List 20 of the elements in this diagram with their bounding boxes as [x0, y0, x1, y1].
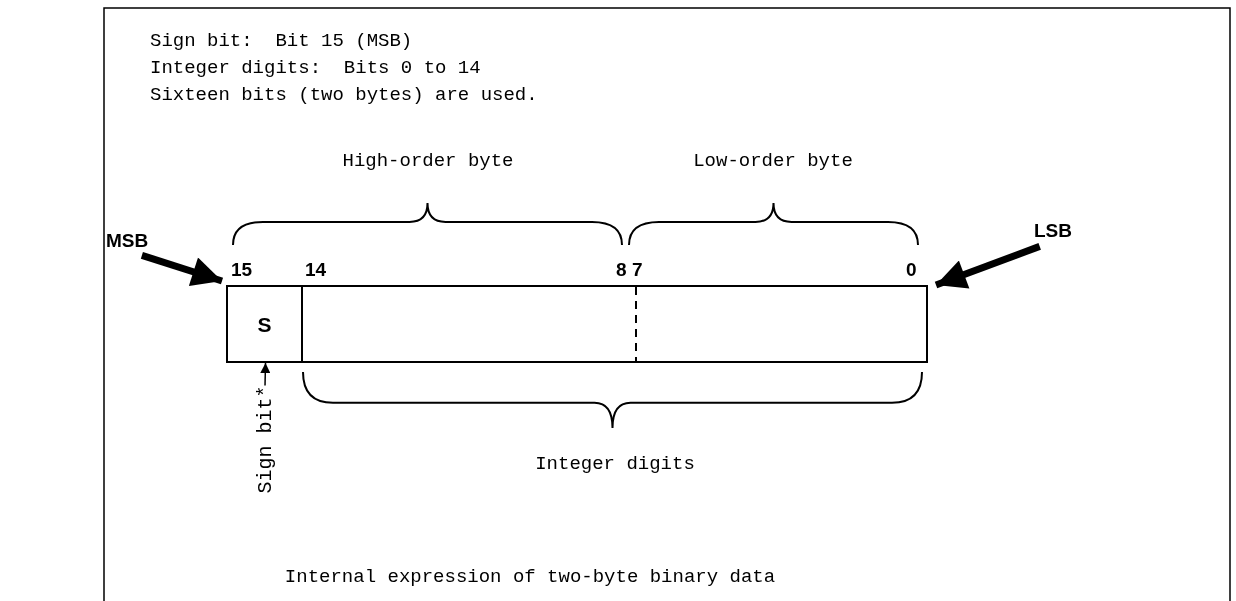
lsb-label: LSB	[1034, 220, 1072, 242]
arrow	[934, 243, 1041, 289]
msb-label: MSB	[106, 230, 149, 252]
bit-number: 15	[231, 260, 253, 279]
brace-label: High-order byte	[342, 152, 514, 171]
brace-label: Low-order byte	[693, 152, 853, 171]
spec-text: Integer digits: Bits 0 to 14	[150, 59, 481, 78]
bit-number: 7	[632, 260, 643, 279]
arrow	[140, 251, 224, 287]
register-bar	[226, 285, 928, 363]
arrow	[260, 362, 271, 387]
bit-number: 0	[906, 260, 917, 279]
spec-text: Sign bit: Bit 15 (MSB)	[150, 32, 413, 51]
vertical-label: Sign bit*	[253, 385, 277, 494]
caption: Internal expression of two-byte binary data	[284, 568, 776, 587]
brace-label: Integer digits	[535, 455, 695, 474]
bit-number: 14	[305, 260, 327, 279]
spec-text: Sixteen bits (two bytes) are used.	[150, 86, 538, 105]
bit-number: 8	[616, 260, 627, 279]
sign-bit-cell: S	[228, 287, 303, 363]
